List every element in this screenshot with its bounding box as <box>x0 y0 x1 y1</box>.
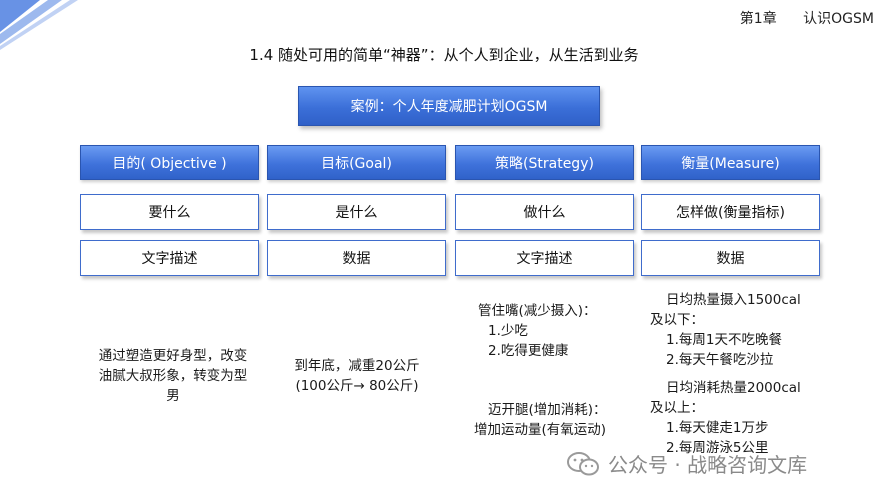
measure-line: 日均热量摄入1500cal <box>666 292 801 308</box>
goal-line: 到年底，减重20公斤 <box>294 358 420 374</box>
watermark-text: 公众号 · 战略咨询文库 <box>608 453 808 477</box>
cell-objective-question: 要什么 <box>80 194 259 230</box>
header-goal: 目标(Goal) <box>267 145 446 180</box>
objective-line: 油腻大叔形象，转变为型 <box>98 368 248 384</box>
measure-line: 日均消耗热量2000cal <box>666 380 801 396</box>
strategy-text-eat: 管住嘴(减少摄入)： 1.少吃 2.吃得更健康 <box>478 301 597 361</box>
measure-text-burn: 日均消耗热量2000cal 及以上： 1.每天健走1万步 2.每周游泳5公里 <box>650 378 801 458</box>
objective-line: 通过塑造更好身型，改变 <box>98 348 248 364</box>
measure-line: 及以上： <box>650 400 704 416</box>
strategy-line: 增加运动量(有氧运动) <box>474 422 607 438</box>
chapter-heading: 第1章 认识OGSM <box>740 8 874 28</box>
measure-line: 2.每周游泳5公里 <box>666 440 769 456</box>
strategy-line: 管住嘴(减少摄入)： <box>478 303 597 319</box>
cell-strategy-form: 文字描述 <box>455 240 634 276</box>
chapter-number: 第1章 <box>739 11 777 27</box>
header-strategy: 策略(Strategy) <box>455 145 634 180</box>
objective-line: 男 <box>166 388 180 404</box>
measure-line: 1.每天健走1万步 <box>666 420 769 436</box>
strategy-line: 迈开腿(增加消耗)： <box>488 402 607 418</box>
measure-line: 及以下： <box>650 312 704 328</box>
cell-goal-question: 是什么 <box>267 194 446 230</box>
watermark: 公众号 · 战略咨询文库 <box>566 449 807 478</box>
chapter-title: 认识OGSM <box>803 11 874 27</box>
header-measure: 衡量(Measure) <box>641 145 820 180</box>
case-banner: 案例：个人年度减肥计划OGSM <box>298 86 600 126</box>
section-title: 1.4 随处可用的简单“神器”：从个人到企业，从生活到业务 <box>249 46 639 64</box>
strategy-text-move: 迈开腿(增加消耗)： 增加运动量(有氧运动) <box>474 400 607 440</box>
corner-decoration <box>0 0 90 50</box>
goal-text: 到年底，减重20公斤 (100公斤→ 80公斤) <box>282 356 432 396</box>
header-objective: 目的( Objective ) <box>80 145 259 180</box>
goal-line: (100公斤→ 80公斤) <box>295 378 419 394</box>
strategy-line: 2.吃得更健康 <box>488 343 569 359</box>
strategy-line: 1.少吃 <box>488 323 528 339</box>
measure-text-intake: 日均热量摄入1500cal 及以下： 1.每周1天不吃晚餐 2.每天午餐吃沙拉 <box>650 290 801 370</box>
cell-strategy-question: 做什么 <box>455 194 634 230</box>
cell-measure-form: 数据 <box>641 240 820 276</box>
cell-objective-form: 文字描述 <box>80 240 259 276</box>
objective-text: 通过塑造更好身型，改变 油腻大叔形象，转变为型 男 <box>87 346 259 406</box>
cell-goal-form: 数据 <box>267 240 446 276</box>
wechat-icon <box>567 451 599 475</box>
measure-line: 2.每天午餐吃沙拉 <box>666 352 774 368</box>
measure-line: 1.每周1天不吃晚餐 <box>666 332 782 348</box>
cell-measure-question: 怎样做(衡量指标) <box>641 194 820 230</box>
